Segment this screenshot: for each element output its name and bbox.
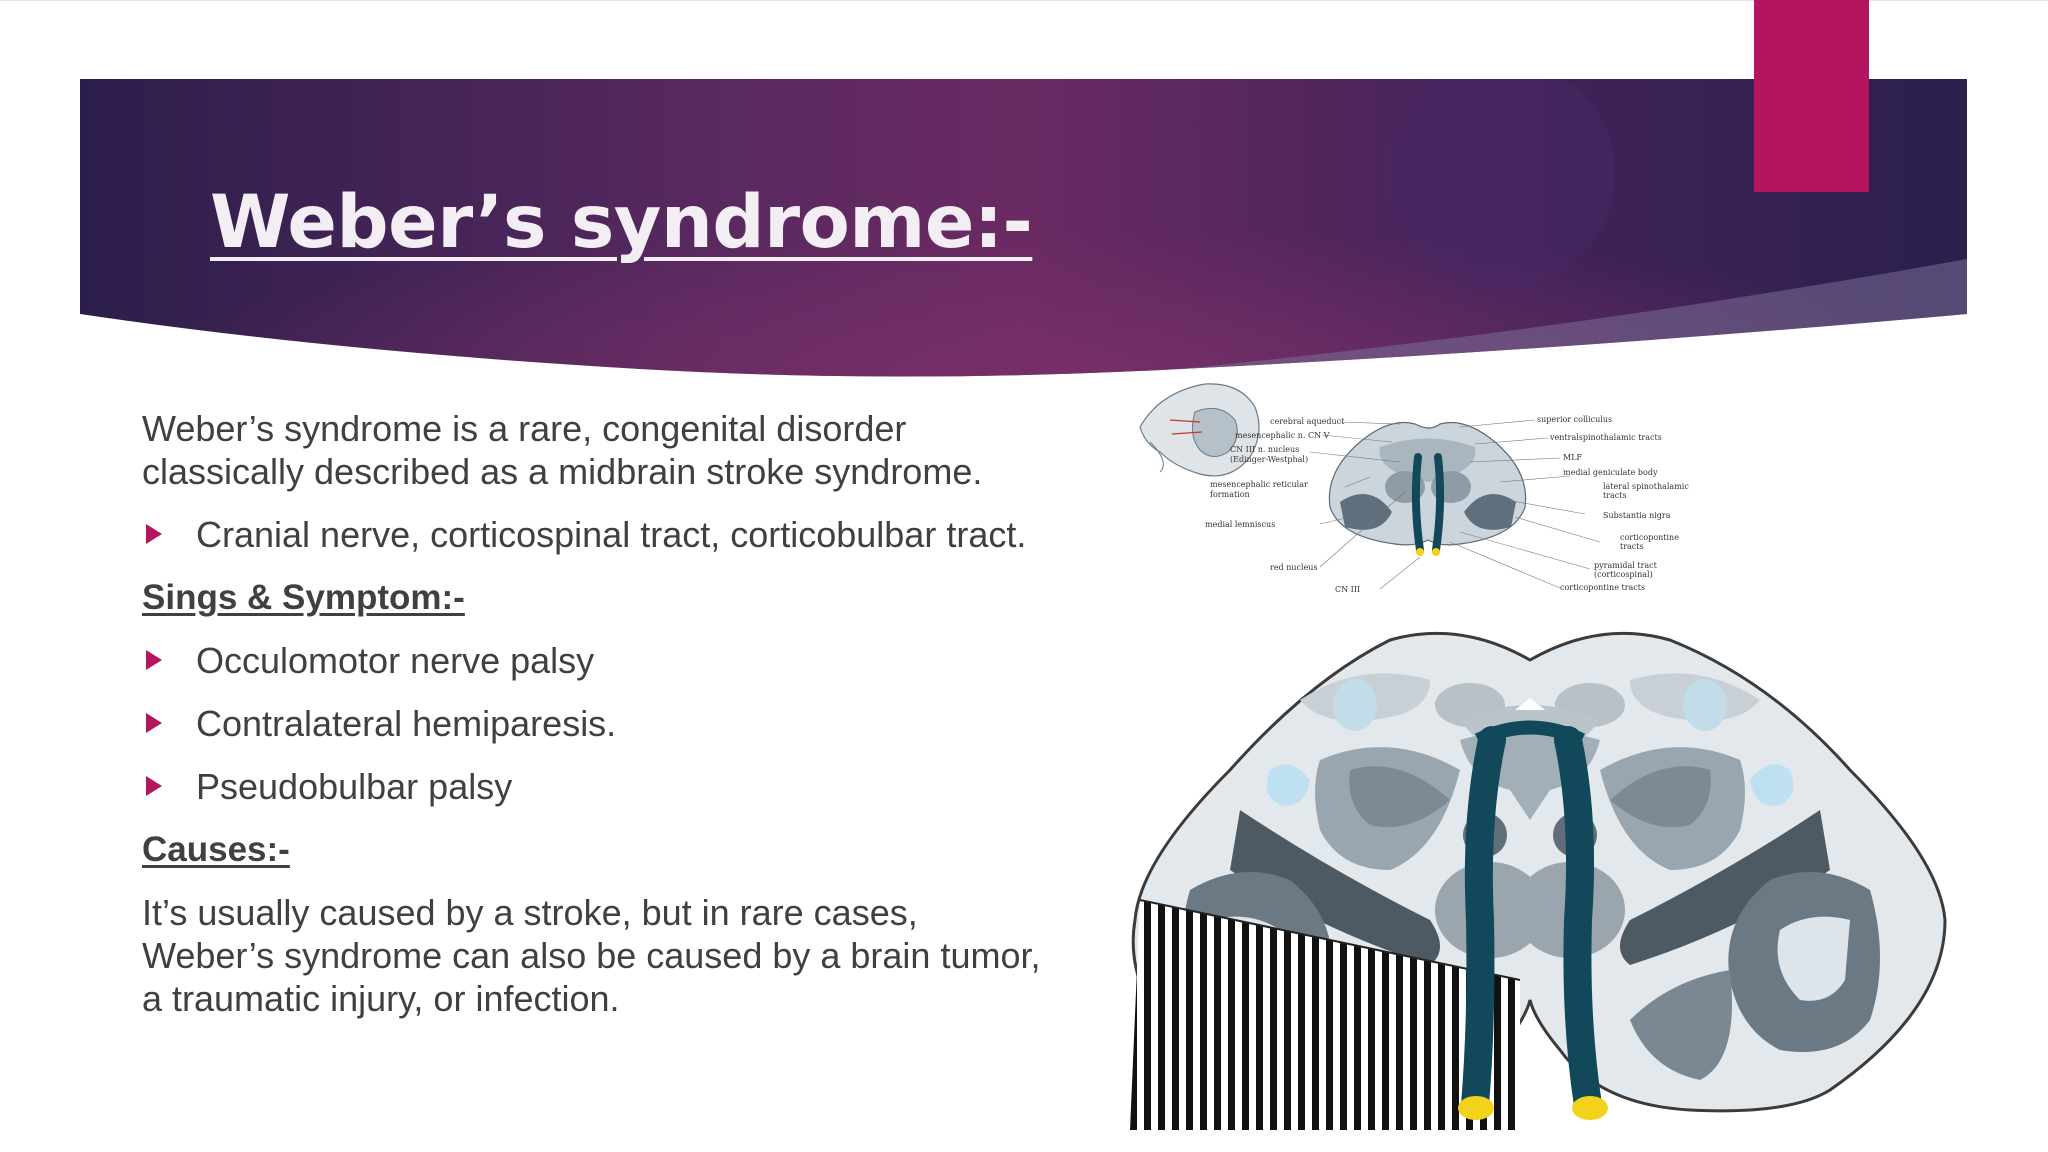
label-substantia-nigra: Substantia nigra <box>1603 511 1671 520</box>
label-tracts-1: tracts <box>1603 491 1627 500</box>
leader-lines <box>1309 419 1601 590</box>
label-medial-geniculate: medial geniculate body <box>1563 468 1658 477</box>
label-mesencephalic-cn-v: mesencephalic n. CN V <box>1235 431 1330 440</box>
bullet-text: Occulomotor nerve palsy <box>196 640 595 681</box>
label-formation: formation <box>1210 490 1250 499</box>
bullet-item: Contralateral hemiparesis. <box>142 702 1042 745</box>
top-border <box>0 0 2048 1</box>
midbrain-lesion-diagram <box>1130 631 1947 1130</box>
midbrain-cross-section <box>1328 421 1527 556</box>
triangle-bullet-icon <box>146 776 162 796</box>
causes-paragraph: It’s usually caused by a stroke, but in … <box>142 892 1041 1019</box>
bullet-text: Contralateral hemiparesis. <box>196 703 617 744</box>
label-pyramidal-tract: pyramidal tract <box>1594 561 1658 570</box>
bullet-text: Pseudobulbar palsy <box>196 766 513 807</box>
label-cn-iii: CN III <box>1335 585 1360 594</box>
accent-tab <box>1754 0 1869 192</box>
label-superior-colliculus: superior colliculus <box>1537 415 1612 424</box>
slide-content: Weber’s syndrome is a rare, congenital d… <box>142 407 1042 1020</box>
bullet-item: Occulomotor nerve palsy <box>142 639 1042 682</box>
label-edinger-westphal: (Edinger-Westphal) <box>1230 455 1308 464</box>
label-corticospinal: (corticospinal) <box>1594 570 1653 579</box>
signs-bullet-list: Occulomotor nerve palsy Contralateral he… <box>142 639 1042 808</box>
label-corticopontine-tracts: corticopontine tracts <box>1560 583 1645 592</box>
label-mlf: MLF <box>1563 453 1583 462</box>
sagittal-brain-thumbnail <box>1139 383 1260 477</box>
intro-bullet-list: Cranial nerve, corticospinal tract, cort… <box>142 513 1042 556</box>
signs-heading: Sings & Symptom:- <box>142 578 465 617</box>
intro-paragraph: Weber’s syndrome is a rare, congenital d… <box>142 408 983 492</box>
label-cerebral-aqueduct: cerebral aqueduct <box>1270 417 1345 426</box>
slide-title: Weber’s syndrome:- <box>210 180 1033 265</box>
label-cn-iii-nucleus: CN III n. nucleus <box>1230 445 1299 454</box>
label-tracts-2: tracts <box>1620 542 1644 551</box>
midbrain-labeled-diagram: cerebral aqueduct mesencephalic n. CN V … <box>1139 383 1689 594</box>
triangle-bullet-icon <box>146 713 162 733</box>
label-red-nucleus: red nucleus <box>1270 563 1318 572</box>
nerve-tip-right <box>1572 1096 1608 1120</box>
bullet-item: Cranial nerve, corticospinal tract, cort… <box>142 513 1042 556</box>
label-medial-lemniscus: medial lemniscus <box>1205 520 1275 529</box>
triangle-bullet-icon <box>146 524 162 544</box>
label-lateral-spinothalamic: lateral spinothalamic <box>1603 482 1689 491</box>
cn-iii-right-nerve <box>1554 726 1602 1119</box>
bullet-item: Pseudobulbar palsy <box>142 765 1042 808</box>
nerve-tip-left <box>1458 1096 1494 1120</box>
label-ventral-spinothalamic: ventralspinothalamic tracts <box>1549 433 1662 442</box>
causes-heading: Causes:- <box>142 830 290 869</box>
title-banner <box>80 79 1967 377</box>
label-mesencephalic-reticular: mesencephalic reticular <box>1210 480 1308 489</box>
lesion-hatched-area <box>1130 900 1520 1130</box>
bullet-text: Cranial nerve, corticospinal tract, cort… <box>196 514 1027 555</box>
label-corticopontine: corticopontine <box>1620 533 1679 542</box>
triangle-bullet-icon <box>146 650 162 670</box>
cn-iii-left-nerve <box>1461 726 1506 1119</box>
